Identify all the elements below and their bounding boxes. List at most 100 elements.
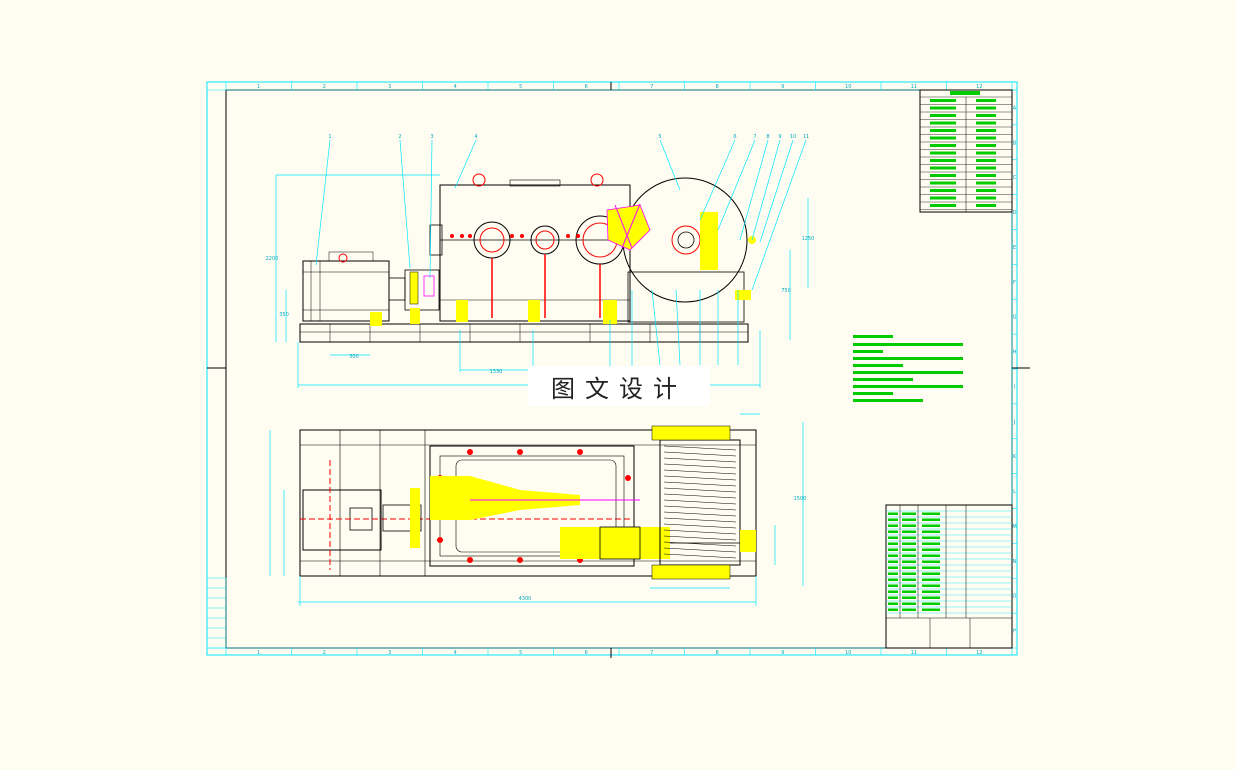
zone-col-label: 6	[585, 84, 588, 90]
zone-col-label: 2	[323, 84, 326, 90]
part-spec	[922, 518, 940, 521]
zone-row-label: A	[1013, 105, 1017, 111]
dimension-label: 1330	[490, 369, 503, 375]
param-label	[930, 166, 956, 170]
param-title	[950, 91, 980, 95]
zone-row-label: N	[1013, 559, 1017, 565]
param-value	[976, 159, 996, 162]
balloon-label: 11	[803, 134, 809, 140]
param-label	[930, 121, 956, 125]
part-spec	[922, 578, 940, 581]
zone-row-label: K	[1013, 454, 1017, 460]
parameter-table	[919, 89, 1013, 213]
balloon-label: 10	[790, 134, 796, 140]
note-line	[853, 357, 963, 360]
part-number	[888, 560, 898, 563]
param-value	[976, 204, 996, 207]
zone-row-label: G	[1013, 315, 1017, 321]
zone-row-label: D	[1013, 210, 1017, 216]
part-number	[888, 584, 898, 587]
dimension-label: 1500	[794, 496, 807, 502]
balloon-label: 1	[328, 134, 331, 140]
param-label	[930, 99, 956, 102]
zone-row-label: P	[1013, 629, 1016, 635]
part-number	[888, 530, 898, 533]
param-value	[976, 144, 996, 147]
part-name	[902, 554, 916, 557]
note-line	[853, 343, 963, 346]
param-value	[976, 166, 996, 170]
balloon-label: 7	[753, 134, 756, 140]
balloon-label: 6	[733, 134, 736, 140]
param-value	[976, 136, 996, 140]
part-name	[902, 542, 916, 545]
param-label	[930, 174, 956, 177]
coupling	[404, 269, 440, 311]
zone-col-label: 12	[976, 84, 982, 90]
parts-list	[885, 504, 1013, 649]
zone-col-label: 3	[388, 84, 391, 90]
part-number	[888, 596, 898, 599]
param-label	[930, 151, 956, 155]
part-number	[888, 536, 898, 539]
zone-col-label: 12	[976, 650, 982, 656]
param-value	[976, 106, 996, 110]
part-number	[888, 524, 898, 527]
part-name	[902, 512, 916, 515]
elevation-view	[275, 139, 809, 388]
part-number	[888, 518, 898, 521]
zone-col-label: 5	[519, 84, 522, 90]
zone-row-label: M	[1012, 524, 1016, 530]
part-name	[902, 518, 916, 521]
param-value	[976, 114, 996, 117]
part-name	[902, 566, 916, 569]
zone-col-label: 1	[257, 650, 260, 656]
part-spec	[922, 542, 940, 545]
part-number	[888, 578, 898, 581]
part-number	[888, 566, 898, 569]
zone-row-label: B	[1013, 140, 1017, 146]
part-spec	[922, 572, 940, 575]
part-spec	[922, 602, 940, 605]
zone-row-label: J	[1013, 419, 1015, 425]
part-number	[888, 554, 898, 557]
zone-col-label: 10	[845, 650, 851, 656]
balloon-label: 5	[658, 134, 661, 140]
note-line	[853, 364, 903, 367]
part-number	[888, 572, 898, 575]
zone-col-label: 4	[454, 650, 457, 656]
part-spec	[922, 584, 940, 587]
note-line	[853, 371, 963, 374]
part-name	[902, 578, 916, 581]
balloon-label: 2	[398, 134, 401, 140]
part-number	[888, 590, 898, 593]
dimension-label: 1250	[802, 236, 815, 242]
zone-col-label: 2	[323, 650, 326, 656]
zone-col-label: 9	[781, 650, 784, 656]
part-number	[888, 512, 898, 515]
zone-col-label: 10	[845, 84, 851, 90]
note-line	[853, 335, 893, 338]
zone-row-label: H	[1013, 350, 1017, 356]
zone-row-label: F	[1013, 280, 1016, 286]
zone-row-label: O	[1013, 594, 1017, 600]
zone-col-label: 5	[519, 650, 522, 656]
winch-drum	[622, 177, 748, 303]
param-value	[976, 196, 996, 200]
note-line	[853, 385, 963, 388]
watermark: 图文设计	[528, 366, 710, 406]
revision-block	[206, 577, 227, 649]
param-value	[976, 174, 996, 177]
part-spec	[922, 524, 940, 527]
balloon-label: 3	[430, 134, 433, 140]
dimension-label: 350	[279, 312, 289, 318]
zone-row-label: C	[1013, 175, 1017, 181]
plan-view	[269, 413, 804, 606]
part-spec	[922, 566, 940, 569]
zone-col-label: 8	[716, 84, 719, 90]
note-line	[853, 399, 923, 402]
param-label	[930, 181, 956, 185]
part-name	[902, 608, 916, 611]
part-name	[902, 584, 916, 587]
base-plan	[299, 429, 757, 577]
